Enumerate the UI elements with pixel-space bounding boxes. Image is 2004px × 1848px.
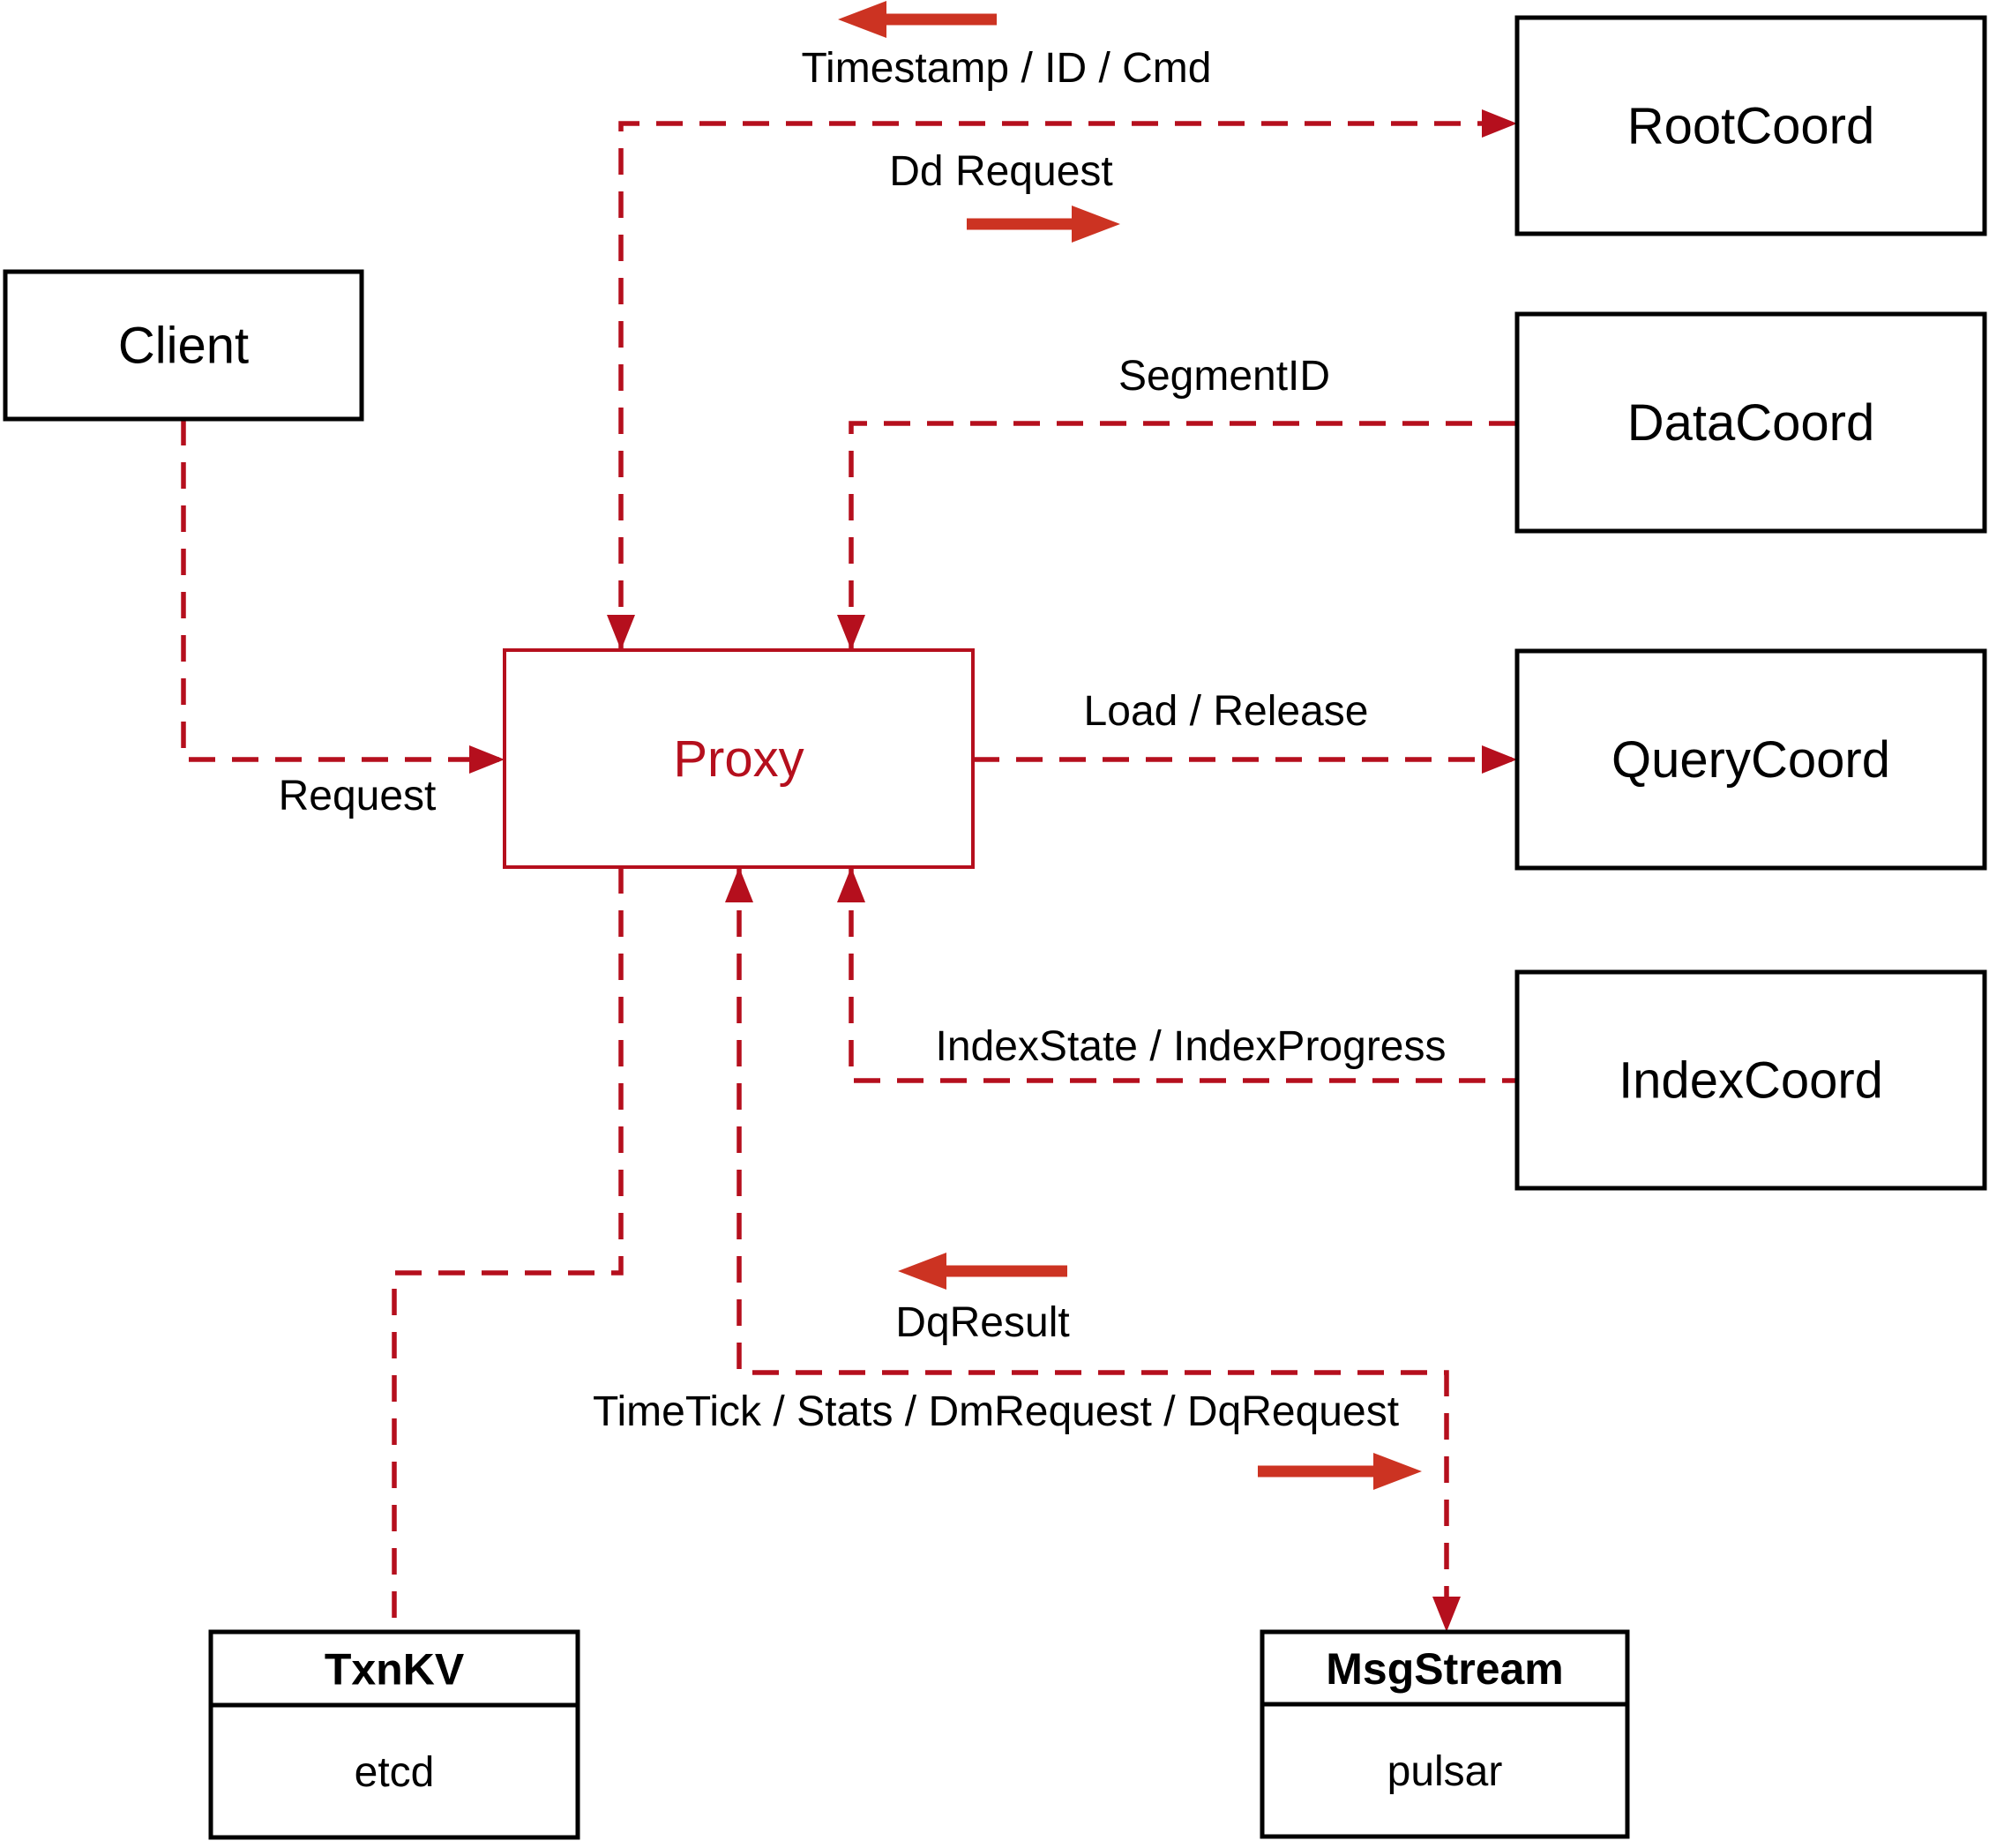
node-indexcoord-box: [1514, 969, 1987, 1191]
label-timetick-stats: TimeTick / Stats / DmRequest / DqRequest: [593, 1388, 1399, 1435]
node-txnkv-box: [208, 1629, 580, 1840]
arrowhead-into-proxy-top-seg: [837, 615, 865, 650]
node-querycoord-box: [1514, 648, 1987, 871]
edge-proxy-rootcoord: [618, 121, 1512, 650]
arrowhead-into-proxy-bottom-dq: [725, 867, 753, 902]
node-msgstream-sub: pulsar: [1387, 1748, 1503, 1795]
edge-proxy-msgstream: [737, 867, 1449, 1627]
label-dd-request: Dd Request: [889, 148, 1112, 195]
node-msgstream-title: MsgStream: [1326, 1644, 1564, 1694]
edge-datacoord-segmentid: [849, 421, 1517, 650]
node-querycoord-label: QueryCoord: [1611, 731, 1890, 789]
node-txnkv-title: TxnKV: [325, 1645, 465, 1695]
arrowhead-into-querycoord: [1482, 745, 1517, 774]
arrowhead-into-rootcoord: [1482, 109, 1517, 138]
label-segment-id: SegmentID: [1118, 353, 1330, 400]
node-txnkv-sub: etcd: [355, 1749, 435, 1796]
thick-arrow-ddrequest-direction: [967, 206, 1120, 243]
thick-arrow-timestamp-direction: [838, 1, 997, 38]
node-proxy-label: Proxy: [673, 730, 804, 788]
node-rootcoord-box: [1514, 15, 1987, 236]
node-rootcoord-label: RootCoord: [1627, 98, 1874, 155]
label-timestamp-id-cmd: Timestamp / ID / Cmd: [802, 45, 1212, 92]
node-indexcoord-label: IndexCoord: [1619, 1052, 1883, 1110]
label-dq-result: DqResult: [895, 1299, 1069, 1346]
arrowhead-into-proxy-left: [469, 745, 505, 774]
label-indexstate-indexprogress: IndexState / IndexProgress: [936, 1023, 1447, 1070]
thick-arrow-dqresult-direction: [898, 1253, 1067, 1290]
arrowhead-into-proxy-top-root: [607, 615, 635, 650]
edge-proxy-txnkv: [392, 867, 624, 1632]
arrowhead-into-msgstream: [1432, 1597, 1461, 1632]
label-load-release: Load / Release: [1084, 688, 1369, 735]
label-request: Request: [279, 773, 437, 819]
node-msgstream-box: [1260, 1629, 1630, 1839]
node-proxy-box: [503, 648, 975, 869]
node-client-label: Client: [118, 318, 249, 375]
arrowhead-into-proxy-bottom-idx: [837, 867, 865, 902]
node-client-box: [3, 269, 364, 422]
node-datacoord-box: [1514, 311, 1987, 534]
edge-client-to-proxy: [181, 419, 499, 762]
thick-arrow-timetick-direction: [1258, 1453, 1422, 1490]
node-datacoord-label: DataCoord: [1627, 394, 1874, 452]
edge-indexcoord-indexstate: [849, 867, 1517, 1083]
